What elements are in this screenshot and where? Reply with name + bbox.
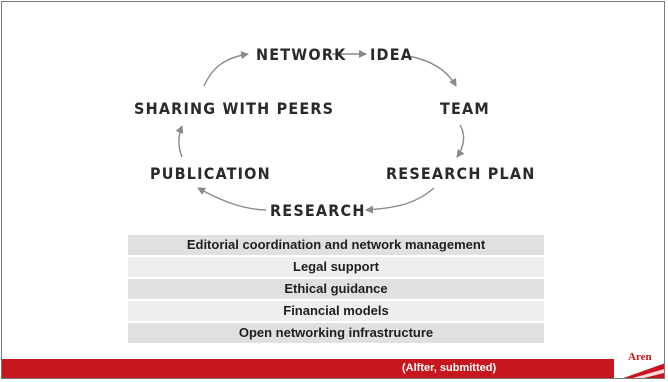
arrow-team-to-research-plan	[456, 124, 465, 158]
support-layer-row: Editorial coordination and network manag…	[128, 235, 544, 255]
support-layers: Editorial coordination and network manag…	[128, 235, 544, 345]
arrow-idea-to-team	[407, 55, 457, 87]
arrow-research-plan-to-research	[365, 187, 435, 214]
cycle-label-idea: IDEA	[370, 45, 413, 64]
arrow-publication-to-sharing	[175, 125, 184, 158]
arrow-sharing-to-network	[203, 51, 249, 87]
cycle-label-sharing: SHARING WITH PEERS	[134, 99, 334, 118]
footer-bar	[2, 359, 614, 378]
arrow-research-to-publication	[197, 187, 267, 211]
cycle-label-team: TEAM	[440, 99, 490, 118]
citation: (Alfter, submitted)	[402, 362, 497, 374]
support-layer-row: Financial models	[128, 301, 544, 321]
cycle-label-research: RESEARCH	[270, 201, 366, 220]
logo-shape	[623, 363, 664, 378]
cycle-label-network: NETWORK	[256, 45, 346, 64]
logo-text: Aren	[628, 351, 652, 363]
support-layer-row: Ethical guidance	[128, 279, 544, 299]
support-layer-row: Open networking infrastructure	[128, 323, 544, 343]
research-cycle-diagram: NETWORK IDEA TEAM RESEARCH PLAN RESEARCH…	[134, 45, 535, 220]
support-layer-row: Legal support	[128, 257, 544, 277]
cycle-label-publication: PUBLICATION	[150, 164, 271, 183]
cycle-label-research-plan: RESEARCH PLAN	[386, 164, 535, 183]
